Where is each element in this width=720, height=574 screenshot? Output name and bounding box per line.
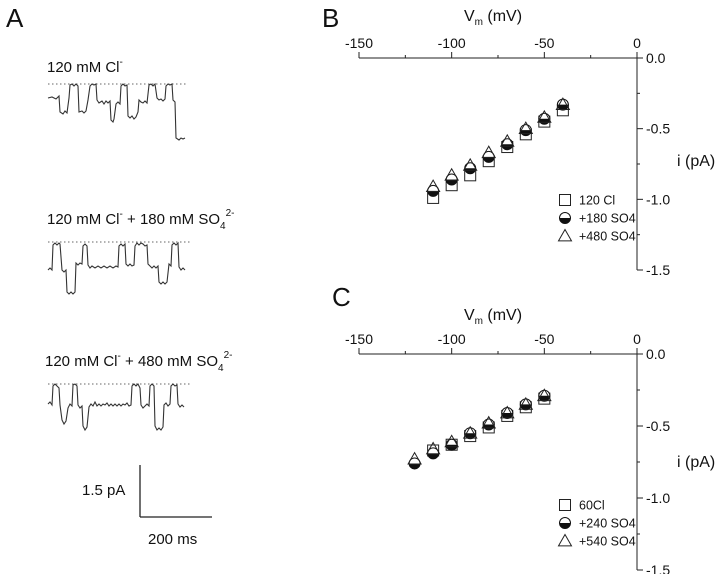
plot-b-y-axis-title: i (pA) — [677, 153, 715, 170]
scale-bar-time-label: 200 ms — [148, 531, 197, 548]
plot-b-point-circle-half — [464, 162, 477, 175]
plot-b-point-circle-half — [501, 138, 514, 151]
plot-c-legend-label: 60Cl — [579, 499, 605, 513]
plot-b-point-triangle — [536, 109, 552, 123]
plot-b-x-tick-label: -150 — [345, 35, 373, 51]
trace-3 — [47, 383, 190, 432]
plot-b: Vm (mV) i (pA) -150 -100 -50 0 0.0 -0.5 -1.0 -… — [345, 8, 715, 278]
plot-b-point-triangle — [518, 121, 534, 135]
panel-label-c: C — [332, 282, 351, 312]
plot-c-x-tick-label: -150 — [345, 331, 373, 347]
plot-c-y-tick-label: 0.0 — [646, 346, 666, 362]
trace-3-signal — [47, 383, 185, 432]
plot-c-legend-marker-circle-half — [559, 517, 571, 529]
plot-b-legend: 120 Cl +180 SO4 +480 SO4 — [557, 194, 636, 244]
plot-c-point-triangle — [444, 434, 460, 448]
plot-c-point-circle-half — [519, 398, 532, 411]
plot-c-y-tick-label: -1.0 — [646, 490, 670, 506]
plot-b-y-tick-label: -1.5 — [646, 262, 670, 278]
plot-c-point-circle-half — [427, 447, 440, 460]
plot-c-point-triangle — [407, 451, 422, 465]
plot-b-legend-label: +180 SO4 — [579, 212, 636, 226]
plot-c-point-triangle — [536, 388, 552, 402]
plot-b-x-tick-label: -100 — [438, 35, 466, 51]
trace-label-3: 120 mM Cl- + 480 mM SO42- — [45, 350, 232, 374]
plot-c-point-triangle — [462, 425, 478, 439]
plot-b-point-triangle — [462, 157, 478, 171]
plot-b-point-circle-half — [482, 150, 495, 163]
plot-b-point-circle-half — [556, 98, 569, 111]
scale-bar-current-label: 1.5 pA — [82, 482, 125, 499]
trace-1-signal — [47, 82, 186, 141]
plot-c-legend-marker-square — [559, 499, 571, 511]
svg-text:120 mM Cl- + 480 mM SO42-: 120 mM Cl- + 480 mM SO42- — [45, 350, 232, 374]
plot-c-point-triangle — [481, 415, 497, 429]
plot-c-x-tick-label: 0 — [633, 331, 641, 347]
scale-bar: 1.5 pA 200 ms — [82, 465, 212, 548]
plot-c-point-triangle — [425, 441, 441, 455]
plot-c-point-circle-half — [445, 438, 458, 451]
plot-b-legend-marker-triangle — [557, 228, 573, 242]
plot-c-x-tick-label: -100 — [438, 331, 466, 347]
plot-c-point-triangle — [499, 405, 515, 419]
plot-b-x-tick-label: 0 — [633, 35, 641, 51]
plot-b-legend-label: +480 SO4 — [579, 230, 636, 244]
plot-c: Vm (mV) i (pA) -150 -100 -50 0 0.0 -0.5 -1.0 -… — [345, 307, 715, 574]
plot-b-x-axis-title: Vm (mV) — [464, 8, 522, 28]
trace-2 — [47, 241, 190, 295]
plot-b-point-triangle — [481, 145, 497, 159]
plot-c-point-circle-half — [464, 427, 477, 440]
plot-b-point-triangle — [425, 179, 441, 192]
plot-b-y-tick-label: 0.0 — [646, 50, 666, 66]
plot-c-legend-label: +240 SO4 — [579, 517, 636, 531]
plot-b-point-triangle — [499, 133, 515, 147]
plot-c-point-triangle — [518, 396, 534, 410]
svg-text:120 mM Cl- + 180 mM SO42-: 120 mM Cl- + 180 mM SO42- — [47, 208, 234, 232]
trace-label-1: 120 mM Cl- — [47, 57, 123, 76]
plot-c-x-tick-label: -50 — [534, 331, 554, 347]
panel-label-b: B — [322, 3, 339, 33]
plot-c-legend-marker-triangle — [557, 533, 573, 547]
trace-1 — [47, 82, 188, 141]
plot-b-point-triangle — [555, 97, 571, 111]
plot-c-legend: 60Cl +240 SO4 +540 SO4 — [557, 499, 636, 549]
plot-b-x-tick-label: -50 — [534, 35, 554, 51]
panel-label-a: A — [6, 3, 24, 33]
plot-b-legend-marker-circle-half — [559, 212, 571, 224]
plot-c-point-circle-half — [408, 457, 421, 470]
trace-2-signal — [47, 241, 186, 295]
plot-b-legend-label: 120 Cl — [579, 194, 615, 208]
trace-label-2: 120 mM Cl- + 180 mM SO42- — [47, 208, 234, 232]
plot-c-y-tick-label: -0.5 — [646, 418, 670, 434]
plot-c-legend-label: +540 SO4 — [579, 535, 636, 549]
plot-b-y-tick-label: -0.5 — [646, 121, 670, 137]
plot-b-point-circle-half — [445, 173, 458, 186]
plot-b-y-tick-label: -1.0 — [646, 191, 670, 207]
plot-b-legend-marker-square — [559, 194, 571, 206]
plot-c-y-tick-label: -1.5 — [646, 562, 670, 574]
plot-c-y-axis-title: i (pA) — [677, 454, 715, 471]
plot-c-x-axis-title: Vm (mV) — [464, 307, 522, 327]
plot-b-point-triangle — [444, 167, 460, 181]
svg-text:120 mM Cl-: 120 mM Cl- — [47, 57, 123, 76]
plot-b-point-circle-half — [427, 184, 440, 197]
